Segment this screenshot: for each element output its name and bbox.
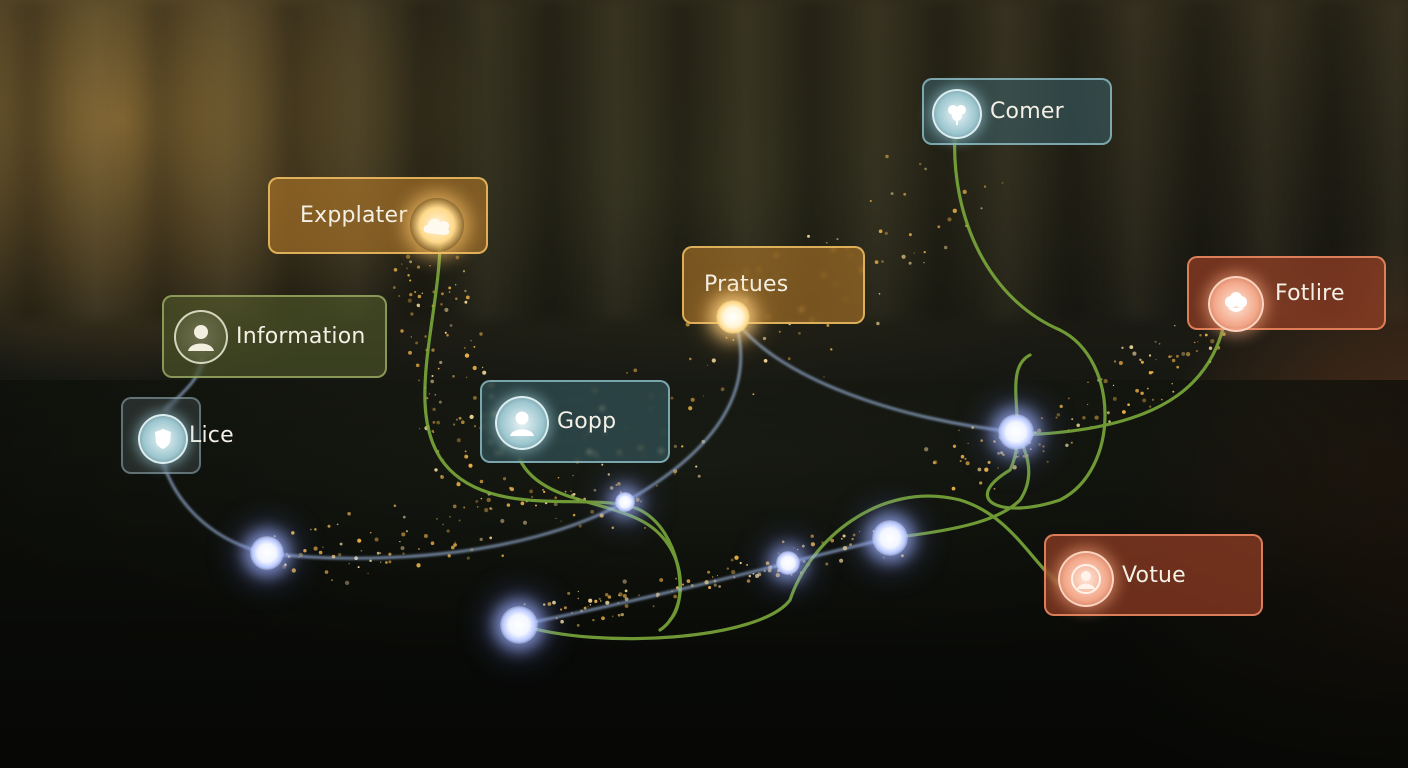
card-label: Comer	[990, 99, 1064, 124]
clover-icon	[932, 89, 982, 139]
link-bottom-loop	[518, 494, 1062, 641]
link-bottom-nodes	[516, 536, 892, 627]
junction-node-3	[615, 492, 635, 512]
user-icon	[1058, 551, 1114, 607]
junction-node-2	[500, 606, 538, 644]
card-label: Pratues	[704, 272, 789, 297]
card-label: Fotlire	[1275, 280, 1345, 306]
junction-node-6	[998, 414, 1034, 450]
card-information[interactable]: Information	[162, 295, 387, 378]
card-label: Expplater	[300, 203, 408, 228]
link-gopp-down	[518, 458, 683, 632]
link-gopp-node-pratues	[623, 318, 742, 504]
card-pratues[interactable]: Pratues	[682, 246, 865, 324]
link-pratues-right	[733, 318, 1018, 434]
user-icon	[495, 396, 549, 450]
user-icon	[174, 310, 228, 364]
card-label: Gopp	[557, 409, 617, 434]
junction-node-5	[872, 520, 908, 556]
glow-node-icon	[716, 300, 750, 334]
card-label: Information	[236, 324, 366, 349]
card-label: Lice	[189, 423, 234, 448]
flower-icon	[1208, 276, 1264, 332]
link-comer-down	[952, 128, 1107, 510]
cloud-icon	[410, 198, 464, 252]
card-label: Votue	[1122, 562, 1186, 588]
shield-icon	[138, 414, 188, 464]
junction-node-4	[776, 551, 800, 575]
junction-node-1	[250, 536, 284, 570]
link-node-gopp-node	[263, 500, 627, 560]
